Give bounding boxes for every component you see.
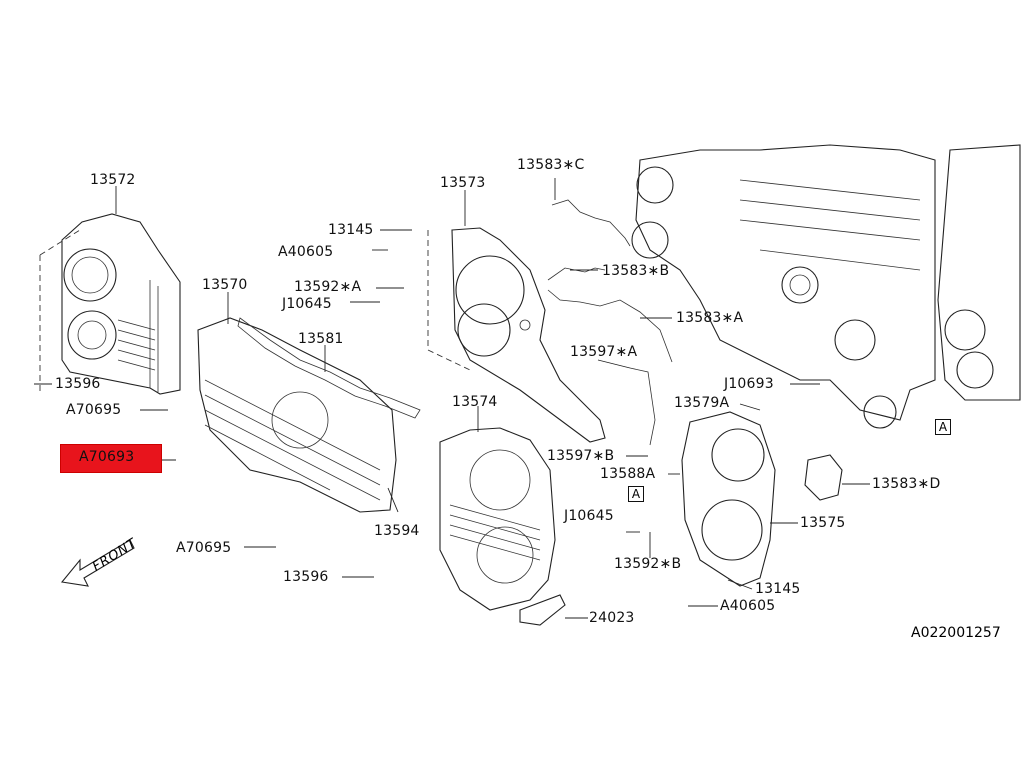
label-13145-lower: 13145 [755, 581, 801, 597]
label-13145-upper: 13145 [328, 222, 374, 238]
label-13574: 13574 [452, 394, 498, 410]
engine-block [631, 144, 1021, 429]
label-a40605-lower: A40605 [720, 598, 776, 614]
reference-box-a-right: A [935, 419, 951, 435]
diagram-reference-number: A022001257 [911, 625, 1001, 641]
timing-cover-13574 [439, 427, 556, 611]
seal-13583c [551, 199, 631, 247]
label-13575: 13575 [800, 515, 846, 531]
label-13597b: 13597∗B [547, 448, 615, 464]
seal-13583a [547, 289, 673, 363]
label-24023: 24023 [589, 610, 635, 626]
timing-cover-13572 [61, 213, 181, 395]
label-13592a: 13592∗A [294, 279, 362, 295]
label-a70695-lower: A70695 [176, 540, 232, 556]
label-j10645-lower: J10645 [564, 508, 614, 524]
label-13573: 13573 [440, 175, 486, 191]
label-13588a: 13588A [600, 466, 656, 482]
label-13596-lower: 13596 [283, 569, 329, 585]
label-a70695-upper: A70695 [66, 402, 122, 418]
timing-cover-13573 [451, 227, 606, 443]
timing-cover-13575 [681, 411, 776, 587]
label-a40605-upper: A40605 [278, 244, 334, 260]
gasket-13581 [237, 317, 421, 419]
label-13596-upper: 13596 [55, 376, 101, 392]
label-j10693: J10693 [724, 376, 774, 392]
label-13583d: 13583∗D [872, 476, 941, 492]
label-j10645-upper: J10645 [282, 296, 332, 312]
label-13592b: 13592∗B [614, 556, 682, 572]
label-13570: 13570 [202, 277, 248, 293]
label-13579a: 13579A [674, 395, 730, 411]
reference-box-a-center: A [628, 486, 644, 502]
label-13583a: 13583∗A [676, 310, 744, 326]
label-13583b: 13583∗B [602, 263, 670, 279]
label-13583c: 13583∗C [517, 157, 585, 173]
timing-belt-cover-13570 [197, 317, 397, 513]
seal-13583b [547, 267, 606, 281]
label-a70693-highlighted: A70693 [60, 444, 162, 473]
label-13594: 13594 [374, 523, 420, 539]
front-arrow [60, 539, 135, 587]
label-13572: 13572 [90, 172, 136, 188]
bracket-24023 [519, 594, 566, 626]
label-13597a: 13597∗A [570, 344, 638, 360]
label-13581: 13581 [298, 331, 344, 347]
seal-13597a [629, 367, 656, 446]
gasket-13583d [804, 454, 843, 501]
